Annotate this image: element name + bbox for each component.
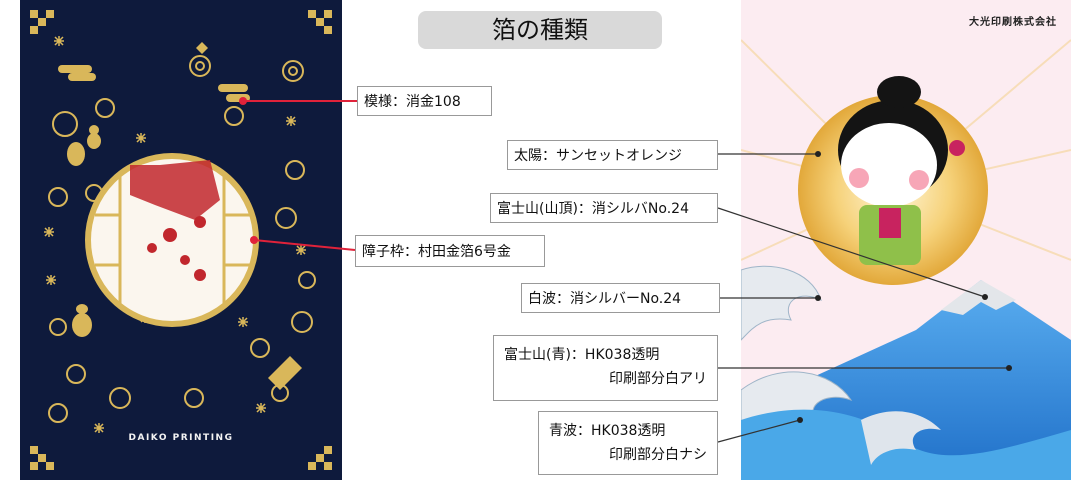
- label-fuji-top: 富士山(山頂)：消シルバNo.24: [490, 193, 718, 223]
- company-name: 大光印刷株式会社: [969, 17, 1057, 28]
- silver-wave-crest: [861, 411, 941, 465]
- gold-pattern-motifs: [48, 55, 316, 423]
- label-white-wave: 白波：消シルバーNo.24: [521, 283, 720, 313]
- right-clear-file-sample: 大光印刷株式会社: [741, 0, 1071, 480]
- label-blue-wave-line2: 印刷部分白ナシ: [609, 447, 707, 463]
- label-fuji-top-text: 富士山(山頂)：消シルバNo.24: [497, 201, 689, 217]
- label-blue-wave: 青波：HK038透明 印刷部分白ナシ: [538, 411, 718, 475]
- label-white-wave-text: 白波：消シルバーNo.24: [528, 291, 682, 307]
- shoji-lattice: [95, 175, 250, 305]
- label-sun: 太陽：サンセットオレンジ: [507, 140, 718, 170]
- left-card-art: [30, 10, 332, 470]
- label-shoji-text: 障子枠：村田金箔6号金: [362, 244, 511, 260]
- left-clear-file-sample: DAIKO PRINTING: [20, 0, 342, 480]
- maple-leaves: [130, 160, 220, 281]
- label-sun-text: 太陽：サンセットオレンジ: [514, 148, 682, 164]
- gold-filled-motifs: [58, 42, 302, 390]
- label-blue-wave-line1: 青波：HK038透明: [549, 423, 666, 439]
- label-pattern: 模様：消金108: [357, 86, 492, 116]
- label-fuji-blue: 富士山(青)：HK038透明 印刷部分白アリ: [493, 335, 718, 401]
- brand-text: DAIKO PRINTING: [128, 433, 234, 443]
- label-shoji-frame: 障子枠：村田金箔6号金: [355, 235, 545, 267]
- label-pattern-text: 模様：消金108: [364, 94, 461, 110]
- label-fuji-blue-line1: 富士山(青)：HK038透明: [504, 347, 660, 363]
- label-fuji-blue-line2: 印刷部分白アリ: [609, 371, 707, 387]
- right-card-art: [741, 0, 1071, 480]
- page-title: 箔の種類: [418, 11, 662, 49]
- corner-ornaments: [30, 10, 332, 470]
